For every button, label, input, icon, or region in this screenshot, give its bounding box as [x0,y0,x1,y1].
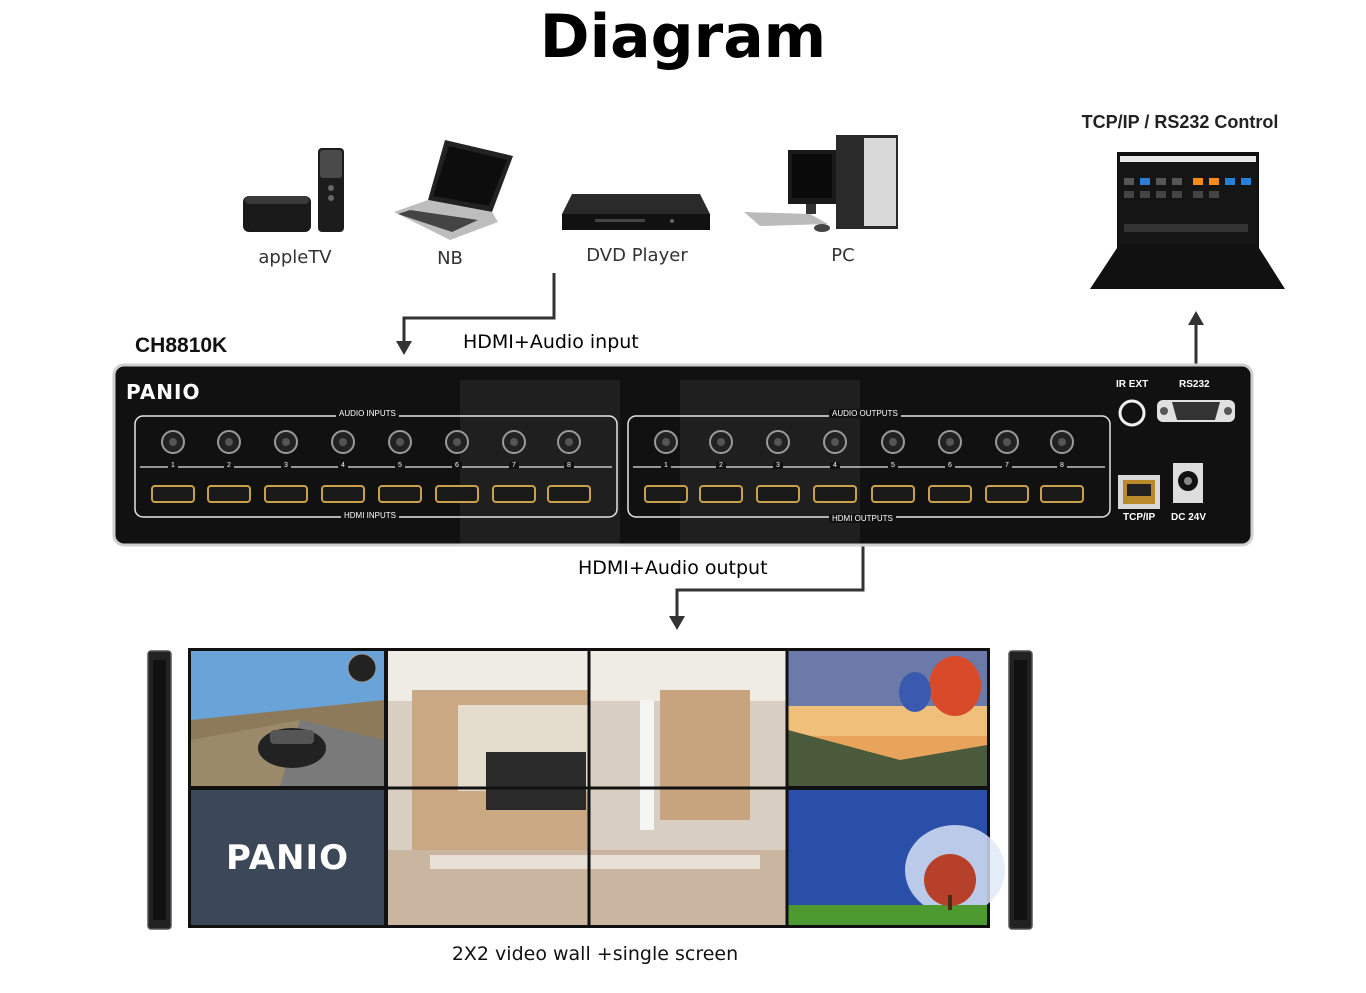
tile-racing-game [191,651,384,786]
output-port-number: 8 [1057,462,1067,469]
output-hdmi-port-8 [1040,485,1084,503]
input-hdmi-port-1 [151,485,195,503]
source-label-dvd: DVD Player [586,245,688,266]
input-hdmi-port-7 [492,485,536,503]
control-laptop-icon [1090,152,1285,289]
source-label-appletv: appleTV [258,247,332,268]
matrix-device [112,363,1254,580]
input-port-number: 1 [168,462,178,469]
tile-living-room [388,651,786,925]
output-port-number: 6 [945,462,955,469]
input-port-number: 8 [564,462,574,469]
output-hdmi-port-1 [644,485,688,503]
output-arrow [675,545,865,617]
input-flow-label: HDMI+Audio input [463,331,639,353]
control-arrow-head [1188,311,1204,325]
desktop-pc-icon [744,135,898,232]
output-flow-label: HDMI+Audio output [578,557,768,579]
input-port-number: 4 [338,462,348,469]
output-hdmi-port-6 [928,485,972,503]
input-hdmi-port-8 [547,485,591,503]
input-port-number: 7 [509,462,519,469]
video-wall [147,648,1033,930]
input-port-number: 2 [224,462,234,469]
device-brand-logo: PANIO [126,380,201,404]
tile-brand [191,790,384,925]
input-arrow [402,273,556,342]
input-hdmi-port-3 [264,485,308,503]
audio-outputs-label: AUDIO OUTPUTS [829,409,901,418]
rs232-label: RS232 [1179,379,1210,390]
input-hdmi-port-2 [207,485,251,503]
input-port-number: 6 [452,462,462,469]
audio-inputs-label: AUDIO INPUTS [336,409,399,418]
tile-brand-logo: PANIO [225,838,350,878]
laptop-icon [394,140,513,240]
output-hdmi-port-3 [756,485,800,503]
input-hdmi-port-6 [435,485,479,503]
hdmi-outputs-label: HDMI OUTPUTS [829,514,896,523]
output-port-number: 3 [773,462,783,469]
tile-balloons [788,651,987,786]
device-model-label: CH8810K [135,334,228,357]
output-hdmi-port-5 [871,485,915,503]
output-port-number: 4 [830,462,840,469]
output-port-number: 1 [661,462,671,469]
output-port-number: 2 [716,462,726,469]
input-port-number: 3 [281,462,291,469]
input-hdmi-port-4 [321,485,365,503]
hdmi-inputs-label: HDMI INPUTS [341,511,399,520]
dc-label: DC 24V [1171,512,1207,523]
output-arrow-head [669,616,685,630]
input-hdmi-port-5 [378,485,422,503]
source-label-nb: NB [437,248,463,269]
source-label-pc: PC [831,245,855,266]
tile-tree [788,790,1005,925]
video-wall-caption: 2X2 video wall +single screen [451,943,739,965]
apple-tv-icon [243,148,344,232]
output-port-number: 7 [1002,462,1012,469]
input-port-number: 5 [395,462,405,469]
ir-ext-label: IR EXT [1116,379,1149,390]
input-arrow-head [396,341,412,355]
dvd-player-icon [562,194,710,230]
output-hdmi-port-4 [813,485,857,503]
control-label: TCP/IP / RS232 Control [1081,112,1279,132]
page-title: Diagram [539,2,827,72]
output-hdmi-port-2 [699,485,743,503]
tcpip-label: TCP/IP [1123,512,1156,523]
output-hdmi-port-7 [985,485,1029,503]
output-port-number: 5 [888,462,898,469]
